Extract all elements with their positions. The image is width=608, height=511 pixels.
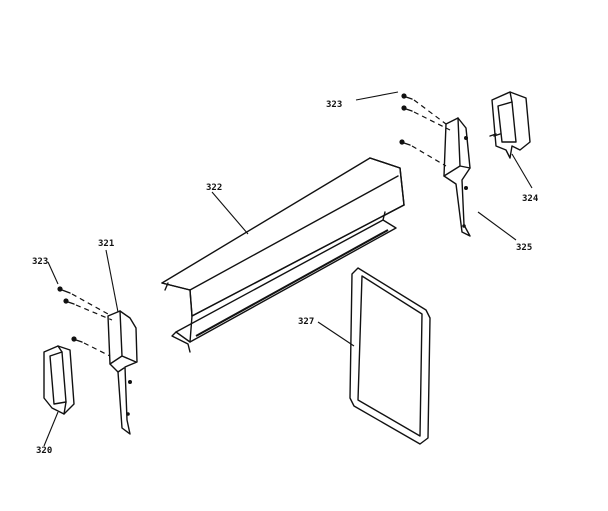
left-endcap-320 xyxy=(43,345,75,415)
label-322: 322 xyxy=(206,183,222,193)
screw-icon xyxy=(71,336,83,343)
label-323-left: 323 xyxy=(32,257,48,267)
screw-icon xyxy=(401,93,413,100)
screw-icon xyxy=(63,298,75,305)
left-bracket-321 xyxy=(107,310,138,435)
label-320: 320 xyxy=(36,446,52,456)
label-327: 327 xyxy=(298,317,314,327)
part-labels: 322 321 323 323 324 325 327 320 xyxy=(32,100,539,456)
screw-icon xyxy=(399,139,411,146)
leader-lines xyxy=(43,91,533,447)
label-323-right: 323 xyxy=(326,100,342,110)
label-325: 325 xyxy=(516,243,532,253)
screws-323 xyxy=(57,93,497,357)
panel-327 xyxy=(349,267,431,445)
right-endcap-324 xyxy=(491,91,531,159)
screw-icon xyxy=(401,105,413,112)
screw-icon xyxy=(57,286,71,294)
label-321: 321 xyxy=(98,239,114,249)
label-324: 324 xyxy=(522,194,539,204)
trim-channel-322 xyxy=(161,157,405,353)
right-bracket-325 xyxy=(443,117,471,237)
